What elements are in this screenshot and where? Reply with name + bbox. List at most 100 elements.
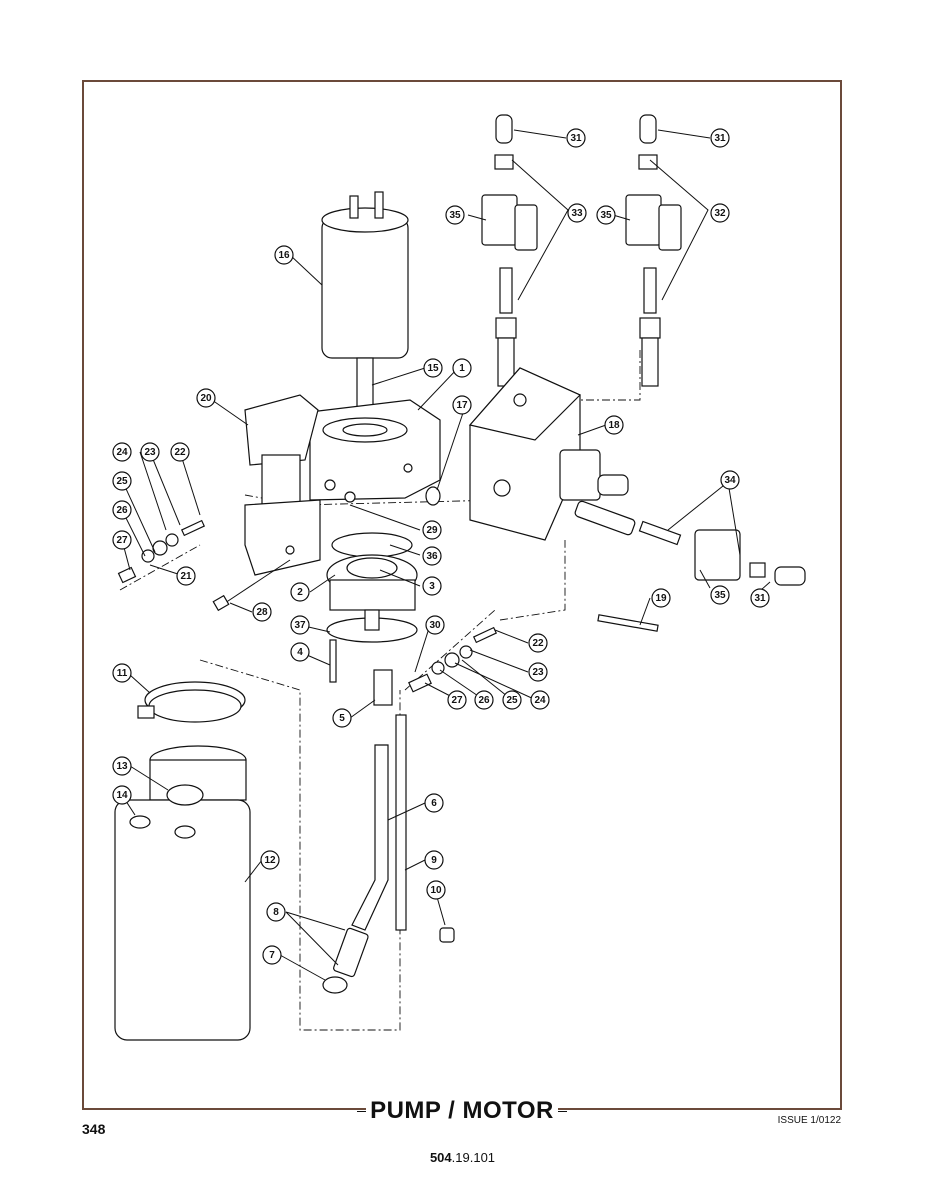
callout-13: 13: [116, 761, 128, 772]
valve-stack-right: [625, 114, 682, 387]
bolt-28: [224, 559, 291, 604]
callout-25-bubble: [112, 471, 132, 491]
filter: [322, 927, 369, 994]
callout-32-bubble: [710, 203, 730, 223]
title-rule: PUMP / MOTOR: [82, 1094, 842, 1128]
callout-23: 23: [532, 667, 544, 678]
callout-3-bubble: [422, 576, 442, 596]
callout-11-bubble: [112, 663, 132, 683]
callout-36-bubble: [422, 546, 442, 566]
callout-35-bubble: [445, 205, 465, 225]
callout-18-bubble: [604, 415, 624, 435]
callout-21: 21: [180, 571, 192, 582]
callout-25: 25: [506, 695, 518, 706]
callout-35: 35: [449, 210, 461, 221]
callout-36: 36: [426, 551, 438, 562]
return-tube: [395, 714, 407, 931]
callout-19-bubble: [651, 588, 671, 608]
valve-stack-left: [481, 114, 538, 387]
callout-9: 9: [431, 855, 437, 866]
page-title: PUMP / MOTOR: [366, 1097, 558, 1125]
manifold-block: [309, 399, 441, 501]
callout-26-bubble: [474, 690, 494, 710]
callout-24-bubble: [112, 442, 132, 462]
document-number-rest: .19.101: [451, 1150, 496, 1165]
callout-35-bubble: [710, 585, 730, 605]
callout-7: 7: [269, 950, 275, 961]
callout-27: 27: [116, 535, 128, 546]
callout-33-bubble: [567, 203, 587, 223]
callout-8-bubble: [266, 902, 286, 922]
callout-22-bubble: [170, 442, 190, 462]
callout-34: 34: [724, 475, 736, 486]
fitting-set-left: [117, 519, 206, 584]
reservoir: [114, 745, 251, 1041]
callout-12: 12: [264, 855, 276, 866]
callout-22: 22: [174, 447, 186, 458]
callout-1-bubble: [452, 358, 472, 378]
callout-20: 20: [200, 393, 212, 404]
callout-24-bubble: [530, 690, 550, 710]
callout-14-bubble: [112, 785, 132, 805]
callout-22: 22: [532, 638, 544, 649]
callout-13-bubble: [112, 756, 132, 776]
callout-17-bubble: [452, 395, 472, 415]
callout-19: 19: [655, 593, 667, 604]
callout-27-bubble: [447, 690, 467, 710]
callout-2-bubble: [290, 582, 310, 602]
callout-22-bubble: [528, 633, 548, 653]
callout-16: 16: [278, 250, 290, 261]
block-solenoid: [559, 449, 629, 501]
callout-9-bubble: [424, 850, 444, 870]
callout-10: 10: [430, 885, 442, 896]
callout-3: 3: [429, 581, 435, 592]
callout-4: 4: [297, 647, 303, 658]
callout-1: 1: [459, 363, 465, 374]
callout-21-bubble: [176, 566, 196, 586]
callout-27-bubble: [112, 530, 132, 550]
page-number: 348: [82, 1121, 106, 1137]
callout-25: 25: [116, 476, 128, 487]
pump-assembly: [326, 532, 418, 643]
callout-30: 30: [429, 620, 441, 631]
callout-11: 11: [117, 668, 128, 679]
callout-6: 6: [431, 798, 437, 809]
callout-8: 8: [273, 907, 279, 918]
callout-31: 31: [570, 133, 582, 144]
callout-31-bubble: [566, 128, 586, 148]
callout-23: 23: [144, 447, 156, 458]
actuator-34: [574, 500, 806, 586]
callout-5: 5: [339, 713, 345, 724]
callout-15: 15: [427, 363, 439, 374]
callout-29: 29: [426, 525, 438, 536]
callout-6-bubble: [424, 793, 444, 813]
valve-block: [468, 367, 582, 541]
motor: [321, 191, 409, 419]
callout-28: 28: [256, 607, 268, 618]
callout-5-bubble: [332, 708, 352, 728]
callout-24: 24: [116, 447, 128, 458]
callout-16-bubble: [274, 245, 294, 265]
callout-14: 14: [116, 790, 128, 801]
callout-24: 24: [534, 695, 546, 706]
callout-37: 37: [294, 620, 306, 631]
fitting-set-right: [408, 626, 498, 693]
callout-31-bubble: [750, 588, 770, 608]
callout-18: 18: [608, 420, 620, 431]
callout-7-bubble: [262, 945, 282, 965]
callout-27: 27: [451, 695, 463, 706]
callout-15-bubble: [423, 358, 443, 378]
callout-17: 17: [456, 400, 468, 411]
callout-12-bubble: [260, 850, 280, 870]
document-number-bold: 504: [429, 1150, 452, 1165]
part-callouts: 31 3 13 5 35 33 32 16 15 1 20 17 18 34 24 23 22 25 26 27 21 2…: [112, 128, 770, 965]
callout-32: 32: [714, 208, 726, 219]
callout-25-bubble: [502, 690, 522, 710]
callout-4-bubble: [290, 642, 310, 662]
callout-28-bubble: [252, 602, 272, 622]
callout-26: 26: [478, 695, 490, 706]
callout-37-bubble: [290, 615, 310, 635]
callout-35: 35: [600, 210, 612, 221]
callout-33: 33: [571, 208, 583, 219]
callout-10-bubble: [426, 880, 446, 900]
